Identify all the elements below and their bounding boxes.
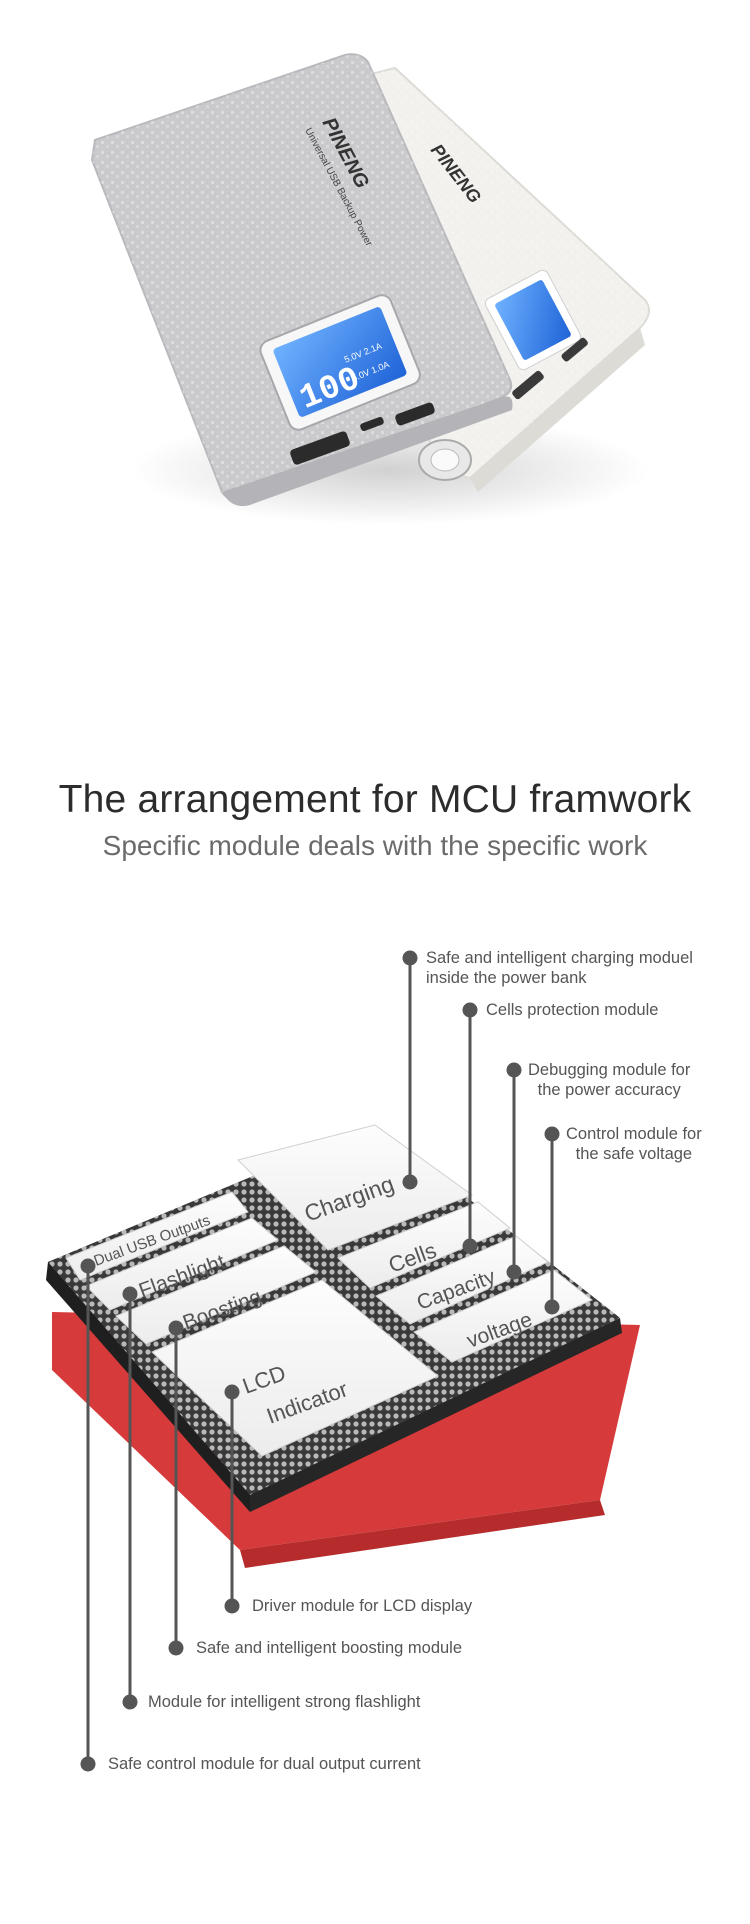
- chip-voltage: [413, 1269, 593, 1363]
- callout-charging: Safe and intelligent charging moduel ins…: [426, 948, 693, 988]
- callout-voltage-line2: the safe voltage: [575, 1145, 693, 1163]
- callout-cells-line1: Cells protection module: [486, 1001, 659, 1019]
- product-photo: PINENG 100 5.0V 2.1A 5.0V 1.0A PINENG Un…: [0, 0, 750, 560]
- mcu-board-illustration: Charging Cells Capacity voltage Dual USB…: [46, 950, 640, 1772]
- section-title: The arrangement for MCU framwork: [58, 778, 692, 821]
- callout-leaders-bottom: [80, 1258, 240, 1772]
- chip-boosting: [115, 1245, 317, 1345]
- callout-charging-line1: Safe and intelligent charging moduel: [426, 949, 693, 967]
- callout-dual-usb: Safe control module for dual output curr…: [108, 1755, 421, 1773]
- mcu-module-diagram: Charging Cells Capacity voltage Dual USB…: [0, 900, 750, 1920]
- chip-capacity: [375, 1235, 549, 1325]
- callout-voltage-line1: Control module for: [566, 1125, 702, 1143]
- section-subtitle: Specific module deals with the specific …: [102, 830, 648, 861]
- callout-leaders-top: [402, 950, 560, 1315]
- callout-capacity: Debugging module for the power accuracy: [528, 1060, 690, 1100]
- callout-lcd-driver: Driver module for LCD display: [252, 1597, 473, 1615]
- power-bank-illustration: PINENG 100 5.0V 2.1A 5.0V 1.0A PINENG Un…: [90, 53, 650, 525]
- chip-flashlight: [85, 1217, 279, 1311]
- chip-cells: [337, 1201, 511, 1289]
- callout-capacity-line2: the power accuracy: [537, 1081, 681, 1099]
- callout-flashlight: Module for intelligent strong flashlight: [148, 1693, 421, 1711]
- chip-lcd-indicator: [151, 1279, 439, 1457]
- chip-charging: [237, 1124, 474, 1251]
- chip-dual-usb: [65, 1191, 249, 1281]
- callout-charging-line2: inside the power bank: [426, 969, 587, 987]
- callout-cells: Cells protection module: [486, 1000, 658, 1020]
- callout-capacity-line1: Debugging module for: [528, 1061, 691, 1079]
- grey-power-bank: 100 5.0V 2.1A 5.0V 1.0A PINENG Universal…: [90, 53, 513, 507]
- flashlight-icon: [418, 439, 472, 481]
- callout-voltage: Control module for the safe voltage: [566, 1124, 702, 1164]
- callout-boosting: Safe and intelligent boosting module: [196, 1639, 463, 1657]
